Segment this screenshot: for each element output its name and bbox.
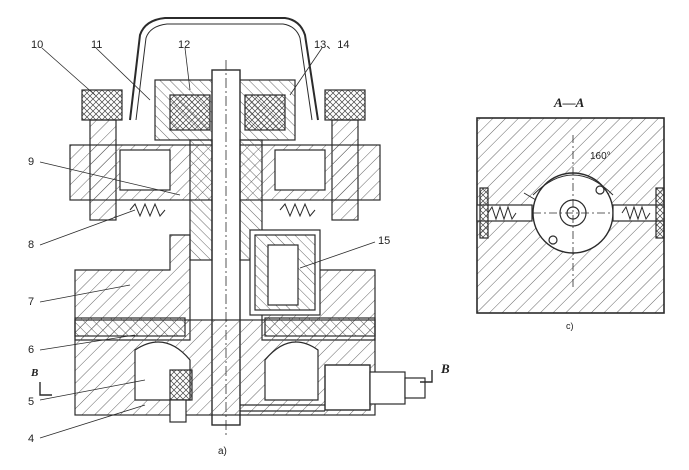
figure-label-c: c)	[566, 321, 574, 331]
label-11: 11	[91, 39, 103, 51]
label-4: 4	[28, 433, 35, 445]
label-6: 6	[28, 344, 35, 356]
section-mark-b-right: B	[441, 361, 450, 376]
angle-label: 160°	[590, 151, 611, 162]
section-mark-b-left: B	[31, 367, 39, 379]
label-15: 15	[378, 235, 391, 247]
label-5: 5	[28, 396, 35, 408]
view-a-assembly	[39, 17, 433, 439]
label-12: 12	[178, 39, 191, 51]
side-connector	[324, 364, 371, 411]
section-title: A—A	[554, 95, 585, 110]
label-8: 8	[28, 239, 35, 251]
label-10: 10	[31, 39, 44, 51]
cover-guard	[129, 17, 319, 121]
label-9: 9	[28, 156, 35, 168]
label-7: 7	[28, 296, 35, 308]
label-13-14: 13、14	[314, 39, 350, 51]
section-view-a-a	[476, 117, 665, 314]
figure-label-a: a)	[218, 446, 227, 457]
